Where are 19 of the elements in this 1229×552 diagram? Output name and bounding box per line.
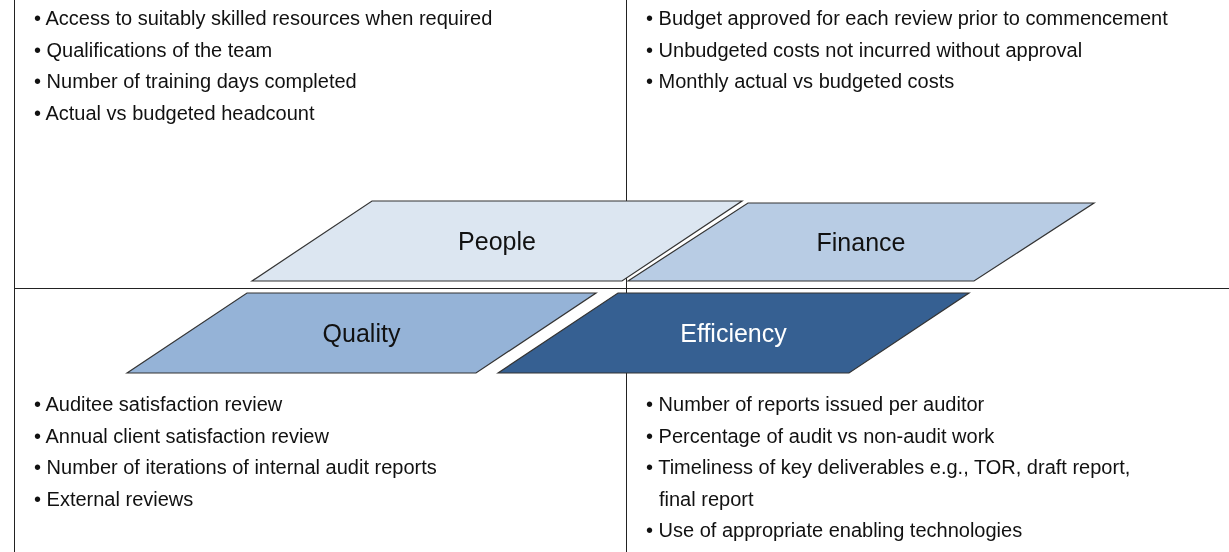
- bullet-item: • Monthly actual vs budgeted costs: [645, 69, 956, 94]
- category-label: Efficiency: [679, 318, 788, 348]
- bullet-item: • Actual vs budgeted headcount: [33, 100, 316, 126]
- bullet-item: • Use of appropriate enabling technologies: [645, 518, 1024, 543]
- bullet-item: • Annual client satisfaction review: [33, 423, 330, 449]
- category-label: People: [457, 226, 537, 256]
- category-label: Finance: [815, 227, 907, 257]
- bullet-item: • Number of iterations of internal audit reports: [33, 455, 438, 480]
- bullet-item: • Percentage of audit vs non-audit work: [645, 423, 996, 449]
- bullet-item: • Budget approved for each review prior to commencement: [645, 6, 1169, 31]
- bullet-item: • Number of training days completed: [33, 69, 358, 94]
- bullet-item: • Auditee satisfaction review: [33, 392, 284, 417]
- bullet-item: • Number of reports issued per auditor: [645, 392, 986, 417]
- bullet-item: • Qualifications of the team: [33, 37, 274, 63]
- bullet-item: • Timeliness of key deliverables e.g., TOR, draft report, final report: [645, 455, 1132, 512]
- bullet-item: • Unbudgeted costs not incurred without approval: [645, 37, 1084, 63]
- bullet-item: • Access to suitably skilled resources when required: [33, 6, 494, 31]
- bullet-item: • External reviews: [33, 486, 195, 512]
- category-label: Quality: [321, 318, 402, 348]
